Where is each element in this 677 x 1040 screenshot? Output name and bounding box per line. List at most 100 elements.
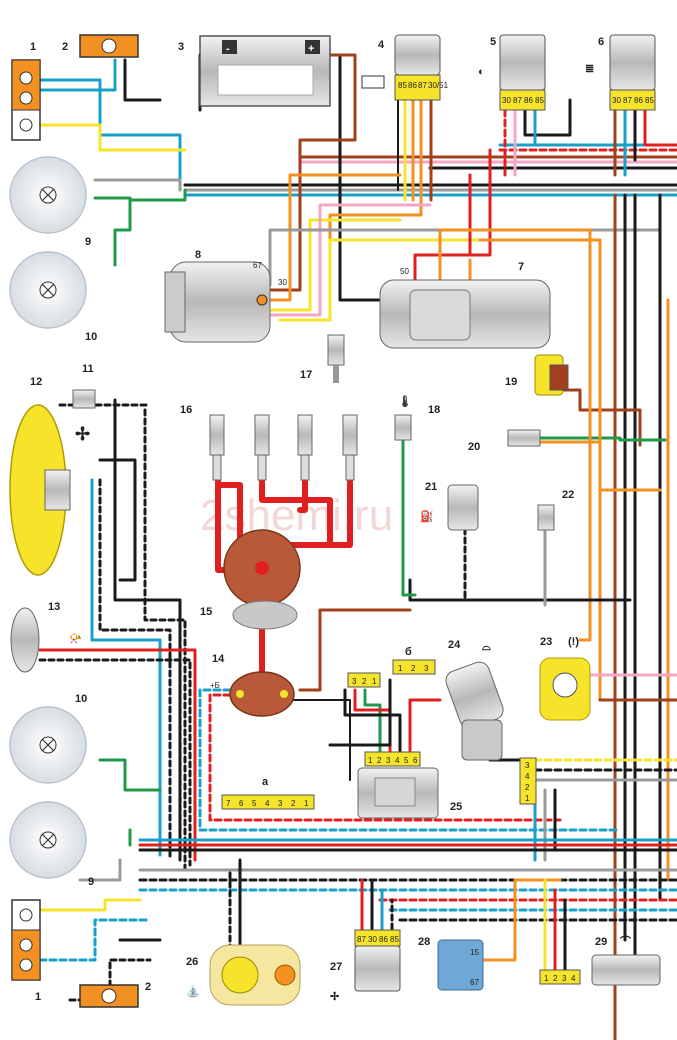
label-16: 16 [180, 404, 192, 416]
label-22: 22 [562, 489, 574, 501]
relay-4: 85 86 87 30/51 4 [361, 34, 449, 101]
commutator-pin-5: 5 [404, 756, 409, 765]
relay6-pin-86: 86 [634, 96, 643, 105]
connector-bottom-pin-2: 2 [553, 974, 558, 983]
connector-a-pin-6: 6 [239, 799, 244, 808]
connector-b-pin-1: 1 [398, 664, 403, 673]
relay6-pin-85: 85 [645, 96, 654, 105]
wiper-motor-24: 24 ⌓ [445, 639, 504, 761]
label-25: 25 [450, 801, 462, 813]
label-24: 24 [448, 639, 461, 651]
label-10-top: 10 [85, 331, 97, 343]
headlamp-9-bottom: 9 [9, 801, 94, 888]
warning-lamp-icon: (!) [568, 636, 579, 648]
relay5-pin-86: 86 [524, 96, 533, 105]
connector-a-label: а [262, 776, 269, 788]
label-4: 4 [378, 39, 385, 51]
relay4-pin-30-51: 30/51 [428, 81, 449, 90]
label-10-bottom: 10 [75, 693, 87, 705]
connector-b-mate-pin-2: 2 [362, 677, 367, 686]
headlight-low-icon: ◐ [478, 66, 485, 78]
headlight-high-icon: ≣ [585, 63, 594, 75]
relay27-pin-85: 85 [390, 935, 399, 944]
horn-13: 13 📯 [10, 601, 82, 673]
fan-icon-27: ✢ [330, 991, 339, 1003]
connector-b-pin-3: 3 [424, 664, 429, 673]
connector-a-pin-3: 3 [278, 799, 283, 808]
label-9-top: 9 [85, 236, 91, 248]
relay27-pin-86: 86 [379, 935, 388, 944]
fan-icon: ✢ [75, 424, 90, 444]
fan-switch-11: 11 ✢ [72, 363, 96, 444]
alternator-8: 67 30 8 [164, 249, 287, 343]
gauge-29: 29 ⌒ [591, 934, 661, 986]
distributor-15: 15 [200, 529, 301, 630]
warning-lamp-23: 23 (!) [539, 636, 591, 721]
label-28: 28 [418, 936, 430, 948]
relay6-pin-30: 30 [612, 96, 621, 105]
relay-5: 30 87 86 85 5 ◐ [478, 34, 546, 111]
label-9-bottom: 9 [88, 876, 94, 888]
wiper-icon: ⌓ [482, 641, 491, 653]
commutator-pin-3: 3 [386, 756, 391, 765]
connector-b-mate-pin-1: 1 [372, 677, 377, 686]
ignition-plus-label: +Б [210, 681, 220, 690]
connector-b-label: б [405, 646, 412, 658]
label-8: 8 [195, 249, 201, 261]
connector-bottom-pin-1: 1 [544, 974, 549, 983]
spark-plugs-16: 16 [180, 404, 358, 481]
sensor-17: 17 [300, 334, 345, 383]
connector-right-pin-3: 3 [525, 761, 530, 770]
relay5-pin-87: 87 [513, 96, 522, 105]
connector-a-pin-4: 4 [265, 799, 270, 808]
label-23: 23 [540, 636, 552, 648]
connector-bottom-pin-4: 4 [571, 974, 576, 983]
relay4-pin-87: 87 [418, 81, 427, 90]
sensor-20: 20 [468, 429, 541, 453]
wiring-harness [38, 53, 677, 1040]
headlamp-10-bottom: 10 [9, 693, 87, 784]
alt-terminal-67: 67 [253, 261, 262, 270]
relay-6: 30 87 86 85 6 ≣ [585, 34, 656, 111]
switch-19: 19 [505, 354, 569, 396]
label-5: 5 [490, 36, 496, 48]
relay-27: 87 30 86 85 27 ✢ [330, 929, 401, 1003]
temp-sensor-18: 18 🌡 [394, 395, 440, 441]
connector-right-pin-1: 1 [525, 794, 530, 803]
relay5-pin-30: 30 [502, 96, 511, 105]
connector-a-pin-2: 2 [291, 799, 296, 808]
relay5-pin-85: 85 [535, 96, 544, 105]
relay6-pin-87: 87 [623, 96, 632, 105]
oil-pressure-sensor-21: 21 ⛽ [420, 481, 479, 531]
headlamp-9-top: 9 [9, 156, 91, 248]
commutator-pin-4: 4 [395, 756, 400, 765]
label-17: 17 [300, 369, 312, 381]
oil-can-icon: ⛽ [420, 510, 434, 523]
label-2-top: 2 [62, 41, 68, 53]
regulator-28: 67 15 28 [418, 936, 484, 991]
side-lamp-2-bottom: 2 [79, 981, 151, 1008]
connector-bottom: 1 2 3 4 [539, 969, 581, 985]
relay27-pin-87: 87 [357, 935, 366, 944]
oil-sensor-22: 22 [537, 489, 574, 531]
label-1-top: 1 [30, 41, 36, 53]
connector-right: 3 4 2 1 [519, 757, 537, 805]
battery-3: - + 3 [178, 35, 331, 107]
connector-a: а 7 6 5 4 3 2 1 [221, 776, 315, 810]
label-29: 29 [595, 936, 607, 948]
gauge-icon: ⌒ [619, 934, 632, 948]
label-21: 21 [425, 481, 437, 493]
headlamp-10-top: 10 [9, 251, 97, 343]
label-13: 13 [48, 601, 60, 613]
starter-terminal-50: 50 [400, 267, 409, 276]
connector-b-mate-pin-3: 3 [352, 677, 357, 686]
starter-7: 50 7 [379, 261, 551, 349]
connector-b-mate: 3 2 1 [347, 672, 381, 688]
commutator-pin-6: 6 [413, 756, 418, 765]
horn-icon: 📯 [68, 633, 82, 645]
label-11: 11 [82, 363, 94, 375]
relay4-pin-86: 86 [408, 81, 417, 90]
label-14: 14 [212, 653, 225, 665]
label-18: 18 [428, 404, 440, 416]
